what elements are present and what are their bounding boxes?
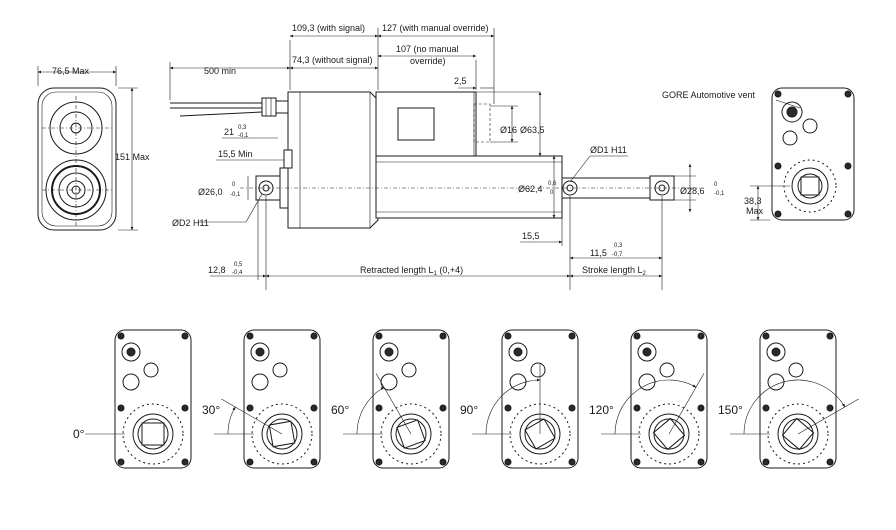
d128-tol-up: 0,5 <box>234 262 243 268</box>
screw-icon <box>181 332 189 340</box>
screw-icon <box>633 332 641 340</box>
screw-icon <box>439 404 447 412</box>
orientation-angle-label: 0° <box>73 427 85 441</box>
width-76-label: 76,5 Max <box>52 66 90 76</box>
screw-icon <box>633 458 641 466</box>
d21-label: 21 <box>224 127 234 137</box>
d115-tol-up: 0,3 <box>614 243 623 249</box>
screw-icon <box>181 404 189 412</box>
d26-tol-dn: -0,1 <box>230 192 241 198</box>
orientation-view: 120° <box>589 329 708 469</box>
d383-label: 38,3 <box>744 196 762 206</box>
retracted-length-label: Retracted length L1 (0,+4) <box>360 265 463 277</box>
screw-icon <box>375 332 383 340</box>
screw-icon <box>117 458 125 466</box>
d155-label: 15,5 <box>522 231 540 241</box>
d624-tol-up: 0,6 <box>548 181 557 187</box>
left-end-view: 76,5 Max 151 Max <box>37 66 150 231</box>
d624-tol-dn: 0 <box>550 190 554 196</box>
vent-icon <box>637 342 657 362</box>
side-view: 109,3 (with signal) 127 (with manual ove… <box>169 23 725 290</box>
screw-icon <box>697 404 705 412</box>
vent-icon <box>250 342 270 362</box>
orientation-view: 60° <box>331 329 450 469</box>
d1-label: ØD1 H11 <box>590 145 627 155</box>
screw-icon <box>439 458 447 466</box>
screw-icon <box>310 332 318 340</box>
screw-icon <box>762 404 770 412</box>
d286-tol-up: 0 <box>714 182 718 188</box>
d115-tol-dn: -0,7 <box>612 252 623 258</box>
screw-icon <box>375 458 383 466</box>
orientation-view: 0° <box>73 329 192 469</box>
orientation-angle-label: 30° <box>202 403 220 417</box>
screw-icon <box>697 332 705 340</box>
screw-icon <box>633 404 641 412</box>
screw-icon <box>568 332 576 340</box>
d635-label: Ø63,5 <box>520 125 545 135</box>
screw-icon <box>568 458 576 466</box>
with-signal-label: 109,3 (with signal) <box>292 23 365 33</box>
d128-label: 12,8 <box>208 265 226 275</box>
d2-label: ØD2 H11 <box>172 218 209 228</box>
dim-2-5-label: 2,5 <box>454 76 467 86</box>
orientation-views: 0° 30° 60° 90° 120° 150° <box>73 329 859 469</box>
d115-label: 11,5 <box>590 248 607 258</box>
right-end-view: GORE Automotive vent 38,3 Max <box>662 87 855 221</box>
without-signal-label: 74,3 (without signal) <box>292 55 373 65</box>
screw-icon <box>826 458 834 466</box>
vent-icon <box>379 342 399 362</box>
orientation-view: 90° <box>460 329 579 469</box>
with-override-label: 127 (with manual override) <box>382 23 489 33</box>
orientation-angle-label: 90° <box>460 403 478 417</box>
vent-icon <box>766 342 786 362</box>
screw-icon <box>246 332 254 340</box>
screw-icon <box>310 458 318 466</box>
orientation-angle-label: 60° <box>331 403 349 417</box>
no-override-label-1: 107 (no manual <box>396 44 459 54</box>
screw-icon <box>568 404 576 412</box>
screw-icon <box>310 404 318 412</box>
screw-icon <box>246 404 254 412</box>
orientation-view: 150° <box>718 329 859 469</box>
d286-label: Ø28,6 <box>680 186 705 196</box>
cable-length-label: 500 min <box>204 66 236 76</box>
stroke-length-label: Stroke length L2 <box>582 265 647 277</box>
screw-icon <box>181 458 189 466</box>
screw-icon <box>762 332 770 340</box>
d624-label: Ø62,4 <box>518 184 543 194</box>
screw-icon <box>504 332 512 340</box>
orientation-view: 30° <box>202 329 321 469</box>
no-override-label-2: override) <box>410 56 446 66</box>
vent-icon <box>121 342 141 362</box>
d26-label: Ø26,0 <box>198 187 223 197</box>
vent-label: GORE Automotive vent <box>662 90 756 100</box>
screw-icon <box>826 332 834 340</box>
screw-icon <box>439 332 447 340</box>
d128-tol-dn: -0,4 <box>232 270 243 276</box>
vent-icon <box>508 342 528 362</box>
d21-tol-dn: -0,1 <box>238 133 249 139</box>
screw-icon <box>762 458 770 466</box>
orientation-angle-label: 120° <box>589 403 614 417</box>
orientation-angle-label: 150° <box>718 403 743 417</box>
d15-min-label: 15,5 Min <box>218 149 253 159</box>
d21-tol-up: 0,3 <box>238 125 247 131</box>
screw-icon <box>246 458 254 466</box>
screw-icon <box>504 458 512 466</box>
height-151-label: 151 Max <box>115 152 150 162</box>
d383-max-label: Max <box>746 206 764 216</box>
screw-icon <box>117 404 125 412</box>
screw-icon <box>375 404 383 412</box>
d16-label: Ø16 <box>500 125 517 135</box>
screw-icon <box>697 458 705 466</box>
screw-icon <box>117 332 125 340</box>
d26-tol-up: 0 <box>232 182 236 188</box>
screw-icon <box>826 404 834 412</box>
screw-icon <box>504 404 512 412</box>
d286-tol-dn: -0,1 <box>714 191 725 197</box>
